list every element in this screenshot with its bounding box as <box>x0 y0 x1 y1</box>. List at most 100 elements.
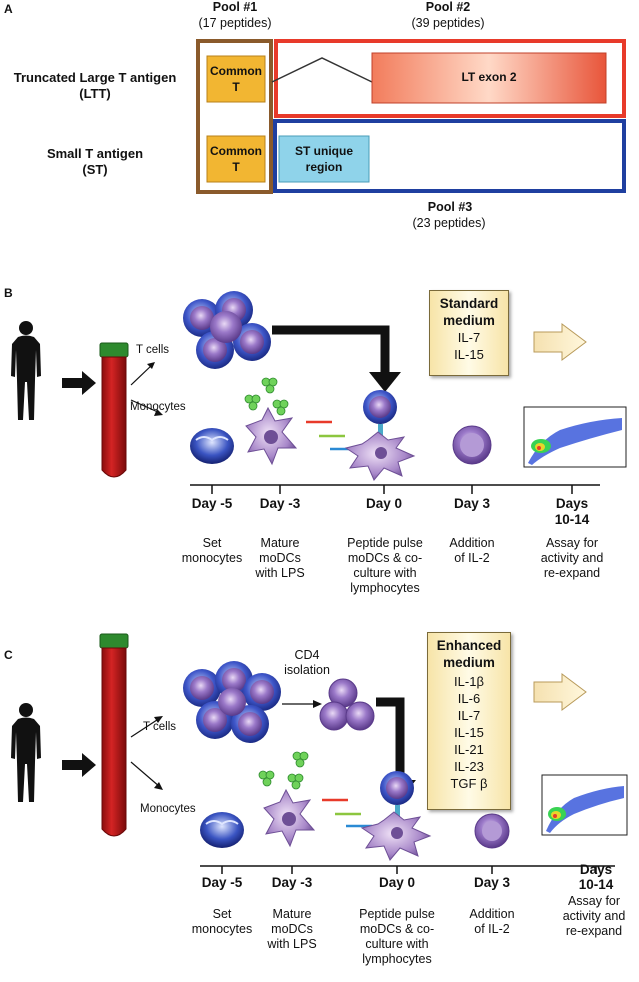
medium-item: IL-15 <box>454 725 484 740</box>
medium-item: IL-7 <box>457 708 481 723</box>
day-label: 10-14 <box>554 512 590 527</box>
panel-a-label: A <box>4 2 13 16</box>
bent-arrow-shaft <box>272 325 390 376</box>
desc-day-m3: moDCs <box>259 551 301 565</box>
blood-tube-icon <box>101 647 127 837</box>
ltt-label-line2: (LTT) <box>79 86 111 101</box>
day-label: Day 3 <box>453 496 491 511</box>
pool1-box <box>196 39 273 194</box>
desc-day-0: moDCs & co- <box>359 922 435 936</box>
pool3-title: Pool #3 <box>427 200 473 214</box>
medium-title-2: medium <box>443 655 495 670</box>
desc-day-10: Assay for <box>545 536 599 550</box>
desc-day-0: lymphocytes <box>362 952 432 966</box>
cd4-label-line1: CD4 <box>294 648 320 662</box>
panel-c-label: C <box>4 648 13 662</box>
desc-day-3: Addition <box>449 536 495 550</box>
medium-item: IL-21 <box>454 742 484 757</box>
pool1-title: Pool #1 <box>212 0 258 14</box>
st-unique-line1: ST unique <box>295 144 353 158</box>
thick-arrow-icon <box>62 753 96 777</box>
peptide-cluster-icon <box>258 751 309 790</box>
lt-exon-label: LT exon 2 <box>461 70 517 84</box>
desc-day-0: culture with <box>353 566 417 580</box>
pool2-subtitle: (39 peptides) <box>411 16 485 30</box>
common-t-st-line2: T <box>232 160 240 174</box>
medium-item: IL-7 <box>457 330 481 345</box>
medium-item: IL-1β <box>454 674 484 689</box>
day-label: Day 3 <box>473 875 511 890</box>
day-label: Days <box>555 496 589 511</box>
medium-item: TGF β <box>450 776 488 791</box>
lt-exon-box <box>371 52 607 104</box>
day-label: Day 0 <box>365 496 403 511</box>
desc-day-m5: Set <box>202 536 222 550</box>
common-t-ltt-line2: T <box>232 80 240 94</box>
desc-day-10: re-expand <box>543 566 601 580</box>
panel-b-label: B <box>4 286 13 300</box>
medium-title: Enhanced <box>436 638 502 653</box>
st-label-line1: Small T antigen <box>46 146 144 161</box>
blood-tube-icon <box>101 356 127 478</box>
monocytes-label: Monocytes <box>130 401 186 413</box>
day-label: Days <box>579 862 613 877</box>
desc-day-m3: with LPS <box>267 937 317 951</box>
day-label: 10-14 <box>578 877 614 892</box>
ltt-label-line1: Truncated Large T antigen <box>13 70 177 85</box>
desc-day-m3: with LPS <box>255 566 305 580</box>
desc-day-m3: Mature <box>260 536 300 550</box>
next-step-arrow-icon <box>533 673 587 711</box>
t-cells-label: T cells <box>136 344 170 356</box>
desc-day-3: of IL-2 <box>454 551 490 565</box>
day-label: Day -5 <box>191 496 233 511</box>
cd4-label-line2: isolation <box>284 663 330 677</box>
human-figure-icon <box>11 321 41 420</box>
timeline-c <box>200 865 615 874</box>
st-unique-line2: region <box>305 160 343 174</box>
medium-title: Standard <box>439 296 499 311</box>
pool3-box <box>273 119 626 193</box>
cd4-t-cell-cluster-icon <box>319 678 375 731</box>
pool2-title: Pool #2 <box>425 0 471 14</box>
desc-day-m5: monocytes <box>181 551 243 565</box>
desc-day-m3: Mature <box>272 907 312 921</box>
tube-cap <box>99 342 129 358</box>
desc-day-0: lymphocytes <box>350 581 420 595</box>
desc-day-0: moDCs & co- <box>347 551 423 565</box>
desc-day-10: Assay for <box>567 894 621 908</box>
monocyte-icon <box>190 428 234 464</box>
desc-day-10: activity and <box>540 551 604 565</box>
common-t-st-box <box>206 135 266 183</box>
desc-day-m5: Set <box>212 907 232 921</box>
day-label: Day -5 <box>201 875 243 890</box>
monocyte-icon <box>200 812 244 848</box>
desc-day-3: Addition <box>469 907 515 921</box>
desc-day-0: Peptide pulse <box>347 536 423 550</box>
t-cell-cluster-icon <box>183 291 271 369</box>
bent-arrow-shaft <box>376 697 405 784</box>
tube-cap <box>99 633 129 649</box>
desc-day-10: activity and <box>562 909 626 923</box>
bent-arrow-head <box>369 372 401 392</box>
pool1-subtitle: (17 peptides) <box>198 16 272 30</box>
st-label-line2: (ST) <box>82 162 108 177</box>
panel-c-artwork <box>11 633 628 861</box>
day-label: Day 0 <box>378 875 416 890</box>
standard-medium-box: Standard medium IL-7 IL-15 <box>429 290 509 376</box>
peptide-cluster-icon <box>244 377 289 416</box>
human-figure-icon <box>11 703 41 802</box>
next-step-arrow-icon <box>533 323 587 361</box>
desc-day-m3: moDCs <box>271 922 313 936</box>
desc-day-10: re-expand <box>565 924 623 938</box>
enhanced-medium-box: Enhanced medium IL-1β IL-6 IL-7 IL-15 IL… <box>427 632 511 810</box>
panel-b-artwork <box>11 291 627 481</box>
t-cell-cluster-icon <box>183 661 281 743</box>
peptide-pool-diagram <box>196 39 626 194</box>
splice-line <box>271 57 373 83</box>
day-label: Day -3 <box>259 496 301 511</box>
desc-day-0: Peptide pulse <box>359 907 435 921</box>
t-cells-label: T cells <box>143 721 177 733</box>
medium-item: IL-6 <box>457 691 481 706</box>
st-unique-box <box>278 135 370 183</box>
desc-day-m5: monocytes <box>191 922 253 936</box>
